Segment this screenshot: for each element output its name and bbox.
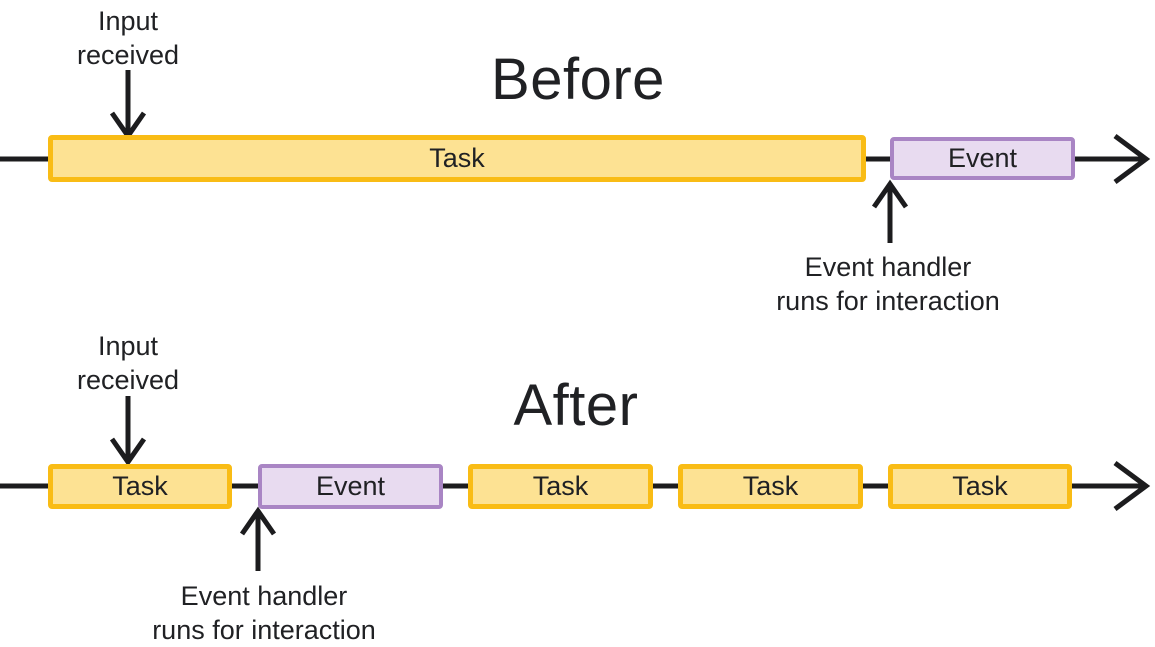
before-handler-arrow-icon [871, 179, 909, 243]
before-section-title: Before [491, 47, 665, 112]
before-event-handler-label: Event handler runs for interaction [776, 252, 1000, 316]
after-event-bar-label: Event [315, 471, 386, 501]
before-timeline-arrowhead-icon [1113, 133, 1151, 185]
after-task-bar-3: Task [678, 464, 863, 509]
before-input-arrow-icon [109, 70, 147, 141]
after-task-bar-1-label: Task [112, 471, 168, 501]
after-timeline-arrowhead-icon [1113, 460, 1151, 512]
before-input-received-label: Input received [76, 6, 180, 70]
after-event-handler-label: Event handler runs for interaction [152, 581, 376, 645]
after-input-arrow-icon [109, 396, 147, 467]
after-task-bar-2-label: Task [532, 471, 589, 501]
before-task-bar-label: Task [429, 143, 485, 173]
after-task-bar-4-label: Task [952, 471, 1008, 501]
before-event-bar: Event [890, 137, 1075, 180]
after-task-bar-3-label: Task [742, 471, 799, 501]
after-task-bar-2: Task [468, 464, 653, 509]
after-handler-arrow-icon [239, 506, 277, 571]
before-event-bar-label: Event [947, 143, 1018, 173]
before-task-bar: Task [48, 135, 866, 182]
after-task-bar-1: Task [48, 464, 232, 509]
after-input-received-label: Input received [76, 331, 180, 395]
after-task-bar-4: Task [888, 464, 1072, 509]
after-section-title: After [513, 373, 639, 438]
after-event-bar: Event [258, 464, 443, 509]
